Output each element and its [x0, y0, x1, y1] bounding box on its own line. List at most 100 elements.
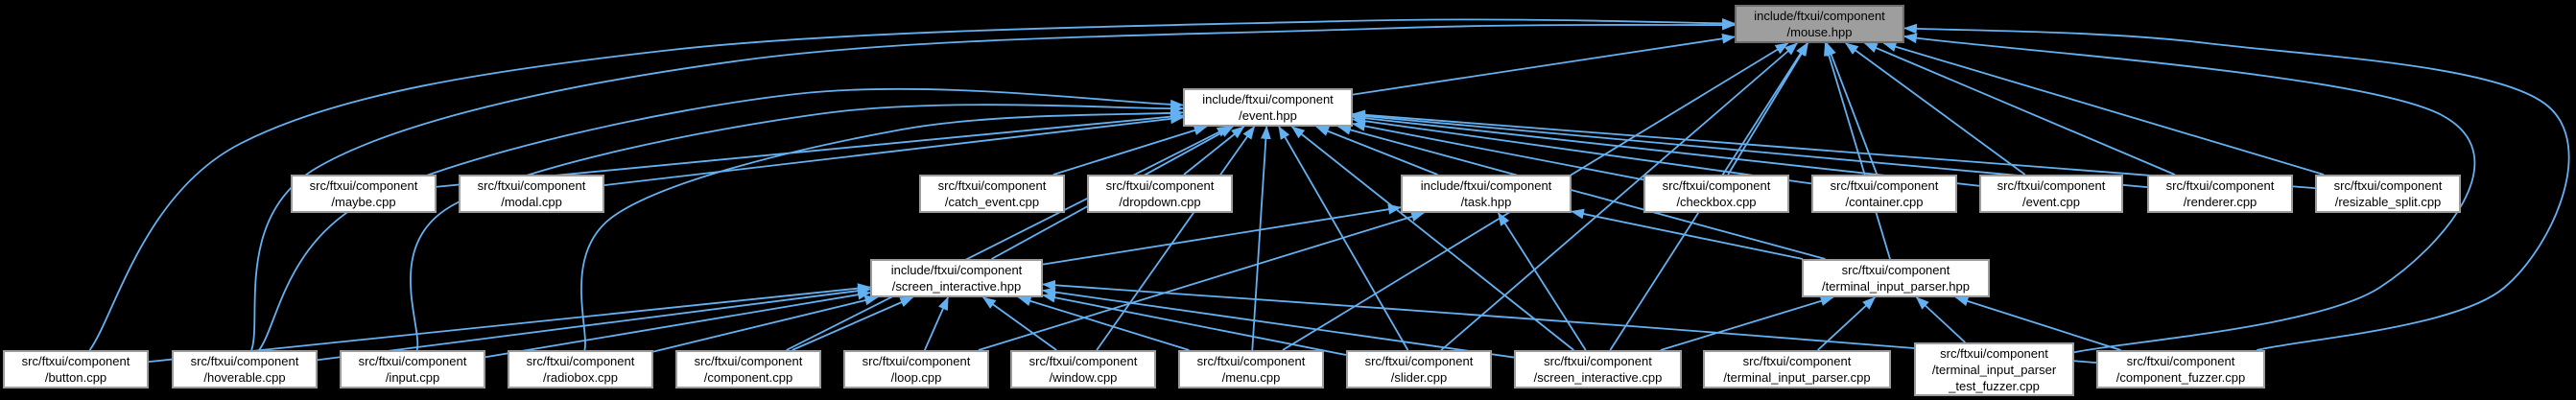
- edge-catch_event_cpp-to-event_hpp: [1052, 125, 1208, 176]
- node-label-line: include/ftxui/component: [1754, 9, 1885, 23]
- node-label-line: src/ftxui/component: [937, 178, 1047, 193]
- edge-terminal_input_parser_test_fuzzer_cpp-to-mouse_hpp: [1902, 33, 2476, 354]
- edge-hoverable_cpp-to-event_hpp: [258, 87, 1185, 351]
- node-button-cpp[interactable]: src/ftxui/component/button.cpp: [3, 350, 149, 388]
- node-label-line: src/ftxui/component: [309, 178, 418, 193]
- node-label-line: /component_fuzzer.cpp: [2115, 370, 2246, 385]
- node-label-line: /component.cpp: [703, 370, 793, 385]
- node-loop-cpp[interactable]: src/ftxui/component/loop.cpp: [843, 350, 989, 388]
- node-hoverable-cpp[interactable]: src/ftxui/component/hoverable.cpp: [172, 350, 318, 388]
- edge-renderer_cpp-to-mouse_hpp: [1863, 42, 2176, 176]
- node-label-line: /slider.cpp: [1390, 370, 1448, 385]
- node-label-line: /menu.cpp: [1221, 370, 1281, 385]
- node-label-line: /screen_interactive.cpp: [1533, 370, 1663, 385]
- node-label-line: src/ftxui/component: [477, 178, 586, 193]
- node-label-line: src/ftxui/component: [1841, 263, 1950, 277]
- edge-slider_cpp-to-screen_interactive_hpp: [1041, 292, 1347, 356]
- edge-input_cpp-to-screen_interactive_hpp: [484, 289, 872, 359]
- node-label-line: src/ftxui/component: [862, 354, 971, 368]
- node-label-line: /terminal_input_parser.hpp: [1822, 279, 1970, 294]
- node-label-line: /loop.cpp: [890, 370, 942, 385]
- node-label-line: /radiobox.cpp: [542, 370, 619, 385]
- edge-component_fuzzer_cpp-to-terminal_input_parser_hpp: [1954, 295, 2121, 351]
- node-task-hpp[interactable]: include/ftxui/component/task.hpp: [1401, 175, 1572, 213]
- node-label-line: src/ftxui/component: [1997, 178, 2106, 193]
- edge-radiobox_cpp-to-event_hpp: [580, 107, 1185, 351]
- edge-checkbox_cpp-to-mouse_hpp: [1727, 42, 1809, 176]
- node-catch-event-cpp[interactable]: src/ftxui/component/catch_event.cpp: [919, 175, 1065, 213]
- node-label-line: /event.cpp: [2022, 195, 2080, 209]
- node-label-line: /input.cpp: [385, 370, 440, 385]
- node-window-cpp[interactable]: src/ftxui/component/window.cpp: [1010, 350, 1156, 388]
- node-event-cpp[interactable]: src/ftxui/component/event.cpp: [1979, 175, 2123, 213]
- node-renderer-cpp[interactable]: src/ftxui/component/renderer.cpp: [2147, 175, 2293, 213]
- node-modal-cpp[interactable]: src/ftxui/component/modal.cpp: [459, 175, 604, 213]
- node-label-line: src/ftxui/component: [694, 354, 803, 368]
- node-dropdown-cpp[interactable]: src/ftxui/component/dropdown.cpp: [1087, 175, 1233, 213]
- edge-button_cpp-to-screen_interactive_hpp: [148, 283, 872, 364]
- edge-loop_cpp-to-screen_interactive_hpp: [924, 296, 949, 351]
- edge-dropdown_cpp-to-event_hpp: [1183, 126, 1245, 176]
- edge-loop_cpp-to-task_hpp: [978, 211, 1426, 351]
- edge-menu_cpp-to-event_hpp: [1251, 125, 1271, 351]
- node-label-line: src/ftxui/component: [2126, 354, 2235, 368]
- node-checkbox-cpp[interactable]: src/ftxui/component/checkbox.cpp: [1643, 175, 1789, 213]
- node-label-line: src/ftxui/component: [2165, 178, 2275, 193]
- edge-component_cpp-to-event_hpp: [786, 126, 1231, 351]
- node-label-line: /dropdown.cpp: [1119, 195, 1201, 209]
- edge-terminal_input_parser_test_fuzzer_cpp-to-terminal_input_parser_hpp: [1915, 296, 1966, 343]
- edge-slider_cpp-to-event_hpp: [1278, 126, 1409, 351]
- node-radiobox-cpp[interactable]: src/ftxui/component/radiobox.cpp: [508, 350, 653, 388]
- edge-window_cpp-to-event_hpp: [1096, 126, 1256, 351]
- node-screen-interactive-cpp[interactable]: src/ftxui/component/screen_interactive.c…: [1514, 350, 1682, 388]
- node-menu-cpp[interactable]: src/ftxui/component/menu.cpp: [1178, 350, 1324, 388]
- node-label-line: src/ftxui/component: [1940, 345, 2048, 361]
- node-label-line: src/ftxui/component: [1662, 178, 1771, 193]
- node-mouse-hpp[interactable]: include/ftxui/component/mouse.hpp: [1735, 5, 1904, 43]
- node-component-fuzzer-cpp[interactable]: src/ftxui/component/component_fuzzer.cpp: [2096, 350, 2265, 388]
- node-label-line: src/ftxui/component: [2333, 178, 2443, 193]
- node-label-line: src/ftxui/component: [358, 354, 467, 368]
- edge-screen_interactive_cpp-to-task_hpp: [1497, 212, 1587, 351]
- node-terminal-input-parser-hpp[interactable]: src/ftxui/component/terminal_input_parse…: [1802, 259, 1990, 297]
- node-label-line: /button.cpp: [44, 370, 107, 385]
- node-label-line: /hoverable.cpp: [203, 370, 286, 385]
- node-slider-cpp[interactable]: src/ftxui/component/slider.cpp: [1346, 350, 1492, 388]
- node-label-line: include/ftxui/component: [890, 263, 1023, 277]
- edge-terminal_input_parser_hpp-to-mouse_hpp: [1824, 41, 1891, 260]
- node-label-line: src/ftxui/component: [190, 354, 299, 368]
- node-label-line: include/ftxui/component: [1202, 92, 1334, 106]
- node-label-line: src/ftxui/component: [1364, 354, 1474, 368]
- node-maybe-cpp[interactable]: src/ftxui/component/maybe.cpp: [291, 175, 437, 213]
- node-label-line: /resizable_split.cpp: [2334, 195, 2442, 209]
- edge-window_cpp-to-screen_interactive_hpp: [981, 296, 1057, 351]
- node-component-cpp[interactable]: src/ftxui/component/component.cpp: [675, 350, 821, 388]
- edge-event_hpp-to-mouse_hpp: [1352, 33, 1737, 96]
- node-label-line: /event.hpp: [1239, 108, 1297, 123]
- node-terminal-input-parser-cpp[interactable]: src/ftxui/component/terminal_input_parse…: [1703, 350, 1891, 388]
- node-label-line: /mouse.hpp: [1786, 25, 1853, 39]
- node-label-line: /renderer.cpp: [2183, 195, 2257, 209]
- node-label-line: src/ftxui/component: [1544, 354, 1652, 368]
- node-container-cpp[interactable]: src/ftxui/component/container.cpp: [1811, 175, 1957, 213]
- node-label-line: /window.cpp: [1049, 370, 1118, 385]
- node-event-hpp[interactable]: include/ftxui/component/event.hpp: [1183, 88, 1353, 127]
- node-label-line: /terminal_input_parser: [1931, 362, 2057, 377]
- node-resizable-split-cpp[interactable]: src/ftxui/component/resizable_split.cpp: [2315, 175, 2461, 213]
- edge-radiobox_cpp-to-screen_interactive_hpp: [652, 294, 879, 353]
- node-label-line: _test_fuzzer.cpp: [1949, 378, 2040, 393]
- node-screen-interactive-hpp[interactable]: include/ftxui/component/screen_interacti…: [870, 259, 1043, 297]
- node-terminal-input-parser-test-fuzzer-cpp[interactable]: src/ftxui/component/terminal_input_parse…: [1914, 342, 2074, 396]
- edge-screen_interactive_cpp-to-event_hpp: [1290, 126, 1574, 351]
- node-label-line: src/ftxui/component: [1830, 178, 1939, 193]
- node-label-line: src/ftxui/component: [1196, 354, 1306, 368]
- edge-screen_interactive_cpp-to-screen_interactive_hpp: [1041, 287, 1515, 359]
- edge-event_cpp-to-mouse_hpp: [1844, 42, 2026, 176]
- node-label-line: src/ftxui/component: [526, 354, 635, 368]
- node-input-cpp[interactable]: src/ftxui/component/input.cpp: [340, 350, 485, 388]
- edge-slider_cpp-to-mouse_hpp: [1440, 42, 1799, 351]
- node-label-line: /maybe.cpp: [331, 195, 396, 209]
- node-label-line: /container.cpp: [1845, 195, 1924, 209]
- node-label-line: /checkbox.cpp: [1676, 195, 1757, 209]
